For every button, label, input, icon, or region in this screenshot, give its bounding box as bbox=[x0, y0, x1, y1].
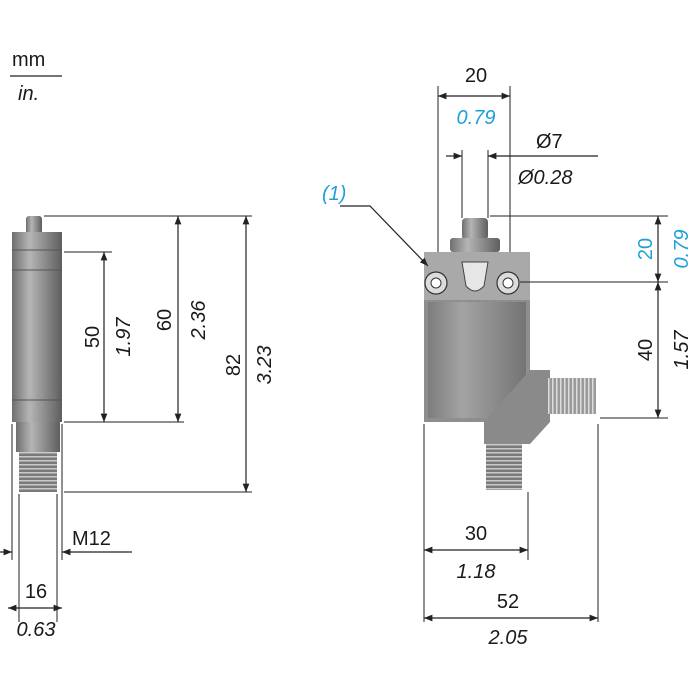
connector-thread-side bbox=[548, 378, 596, 414]
dim-52-mm: 52 bbox=[497, 591, 519, 613]
side-thread bbox=[19, 452, 57, 492]
dim-50-mm: 50 bbox=[82, 326, 104, 348]
dim-50-in: 1.97 bbox=[113, 317, 135, 357]
dim-30-in: 1.18 bbox=[457, 561, 496, 583]
dim-30-mm: 30 bbox=[465, 523, 487, 545]
unit-in: in. bbox=[18, 83, 39, 105]
dim-82-in: 3.23 bbox=[254, 346, 276, 385]
dim-16-in: 0.63 bbox=[17, 619, 56, 641]
callout-leader bbox=[340, 205, 429, 267]
dim-dia-in: Ø0.28 bbox=[517, 167, 572, 189]
dim-top-20-mm: 20 bbox=[465, 65, 487, 87]
connector-elbow bbox=[484, 370, 550, 444]
dim-40-in: 1.57 bbox=[671, 330, 693, 370]
side-body bbox=[12, 232, 62, 422]
dim-52-in: 2.05 bbox=[488, 627, 529, 649]
dim-right-20-mm: 20 bbox=[635, 238, 657, 260]
dim-16-mm: 16 bbox=[25, 581, 47, 603]
side-neck bbox=[16, 422, 60, 452]
dim-60-in: 2.36 bbox=[188, 300, 210, 341]
plunger-guide bbox=[461, 261, 489, 292]
thread-label: M12 bbox=[72, 528, 111, 550]
callout-label: (1) bbox=[322, 183, 346, 205]
front-view: (1) 20 0.79 Ø7 Ø0.28 20 0.79 40 1.57 30 … bbox=[322, 65, 693, 649]
front-plunger bbox=[462, 218, 488, 240]
dim-right-20-in: 0.79 bbox=[671, 230, 693, 269]
dim-82-mm: 82 bbox=[223, 354, 245, 376]
dim-dia-mm: Ø7 bbox=[536, 131, 563, 153]
front-thread bbox=[486, 444, 522, 490]
dim-60-mm: 60 bbox=[154, 309, 176, 331]
front-plunger-base bbox=[450, 238, 500, 252]
side-view: 50 1.97 60 2.36 82 3.23 M12 16 0.63 bbox=[0, 215, 276, 641]
units-legend: mm in. bbox=[10, 49, 62, 105]
dim-40-mm: 40 bbox=[635, 339, 657, 361]
dim-top-20-in: 0.79 bbox=[457, 107, 496, 129]
unit-mm: mm bbox=[12, 49, 45, 71]
